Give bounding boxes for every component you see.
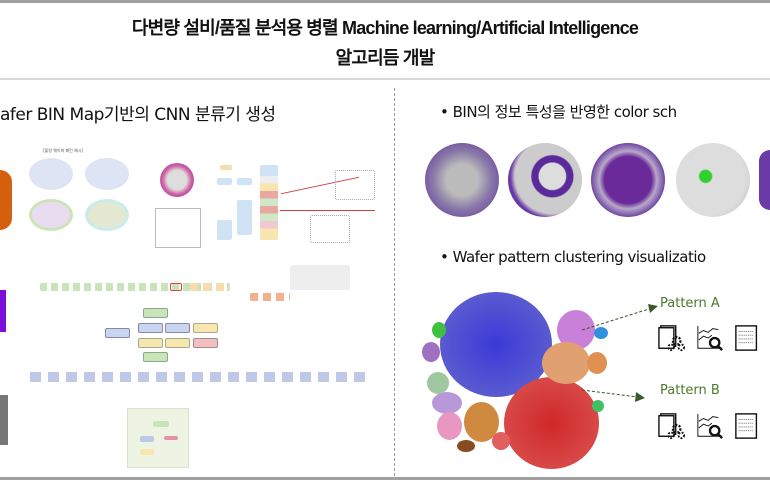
wafer-color-map-2 bbox=[508, 143, 582, 217]
cnn-layer-row-2 bbox=[30, 372, 370, 382]
wafer-color-map-3 bbox=[591, 143, 665, 217]
wafer-purple-image bbox=[0, 290, 6, 332]
slide-title-line1: 다변량 설비/품질 분석용 병렬 Machine learning/Artifi… bbox=[131, 18, 639, 38]
pattern-a-label: Pattern A bbox=[660, 296, 720, 311]
slide-title-line2: 알고리듬 개발 bbox=[335, 48, 436, 68]
pattern-thumb bbox=[85, 158, 129, 190]
table-thumb bbox=[155, 208, 201, 248]
top-border bbox=[0, 0, 770, 3]
cluster-visualization bbox=[412, 282, 617, 477]
network-diagram bbox=[215, 160, 380, 245]
bottom-border bbox=[0, 477, 770, 480]
chart-magnifier-icon bbox=[697, 413, 723, 439]
wafer-map-thumb bbox=[160, 163, 194, 197]
pattern-arrows bbox=[581, 304, 658, 402]
defect-pattern-figure: [불량 웨이퍼 패턴 예시] bbox=[25, 143, 145, 233]
pattern-thumb bbox=[29, 199, 73, 231]
chart-magnifier-icon bbox=[697, 325, 723, 351]
residual-block-diagram bbox=[127, 408, 189, 468]
binary-document-icon bbox=[735, 413, 758, 439]
left-heading: afer BIN Map기반의 CNN 분류기 생성 bbox=[0, 105, 276, 125]
bullet-color-scheme: • BIN의 정보 특성을 반영한 color sch bbox=[440, 103, 677, 121]
wafer-color-map-4 bbox=[676, 143, 750, 217]
wafer-orange-image bbox=[0, 170, 12, 230]
wafer-color-map-5 bbox=[759, 150, 770, 210]
binary-document-icon bbox=[735, 325, 758, 351]
document-gears-icon bbox=[658, 325, 686, 352]
pattern-b-icons bbox=[658, 412, 762, 440]
wafer-color-map-1 bbox=[425, 143, 499, 217]
column-divider bbox=[394, 88, 395, 476]
cnn-layer-row-1 bbox=[40, 265, 370, 305]
pattern-a-icons bbox=[658, 324, 762, 352]
inception-module-diagram bbox=[105, 308, 220, 363]
figure-caption: [불량 웨이퍼 패턴 예시] bbox=[43, 148, 84, 153]
pattern-b-label: Pattern B bbox=[660, 383, 720, 398]
title-divider bbox=[0, 78, 770, 80]
pattern-thumb bbox=[85, 199, 129, 231]
pattern-thumb bbox=[29, 158, 73, 190]
bullet-clustering: • Wafer pattern clustering visualizatio bbox=[440, 248, 706, 266]
document-gears-icon bbox=[658, 413, 686, 440]
wafer-gray-image bbox=[0, 395, 8, 445]
